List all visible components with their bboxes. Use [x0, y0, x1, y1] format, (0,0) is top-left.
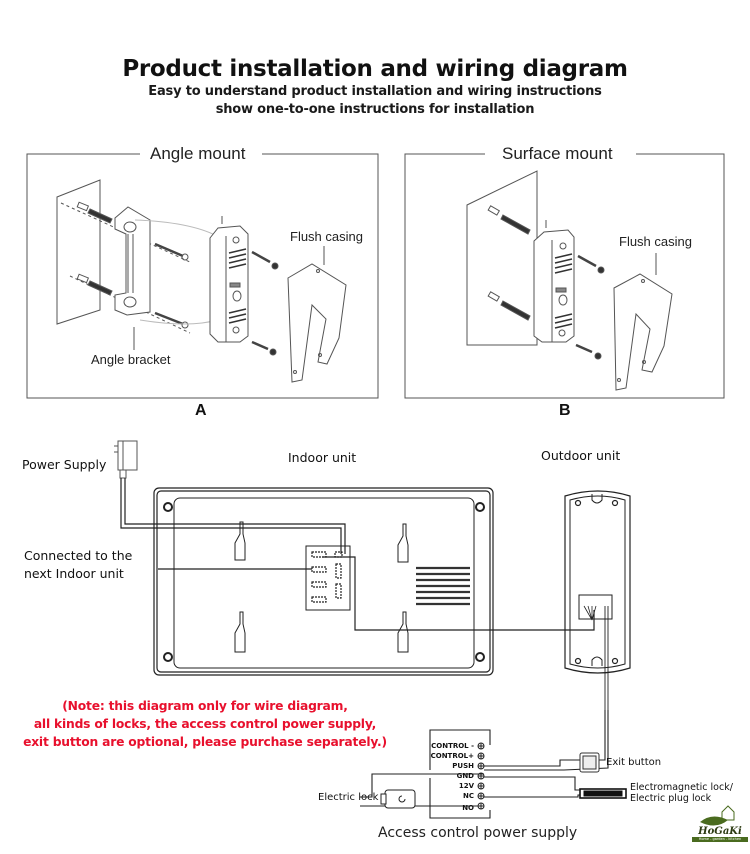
flush-casing-b: [613, 253, 673, 391]
exit-button-label: Exit button: [606, 757, 662, 768]
wiring-note: (Note: this diagram only for wire diagra…: [0, 697, 410, 751]
panel-b-letter: B: [559, 402, 571, 419]
terminal-nc: NC: [463, 792, 474, 800]
angle-bracket-label: Angle bracket: [91, 352, 171, 367]
electric-lock-icon: [380, 789, 416, 809]
indoor-unit-label: Indoor unit: [288, 450, 357, 465]
power-supply-label: Power Supply: [22, 457, 107, 472]
terminal-gnd: GND: [456, 772, 474, 780]
brand-logo: HoGaKi Home - garden - kitchen: [692, 826, 748, 842]
outdoor-unit-device-a: [209, 216, 249, 343]
em-lock-label: Electromagnetic lock/ Electric plug lock: [630, 782, 733, 804]
subtitle-line-1: Easy to understand product installation …: [148, 84, 602, 99]
exit-button-icon: [579, 752, 600, 773]
indoor-unit-body: [153, 487, 494, 676]
outdoor-unit-device-b: [533, 220, 575, 343]
panel-a-frame: [26, 153, 379, 399]
power-adapter: [114, 440, 138, 479]
wall-anchors: [76, 201, 113, 296]
outdoor-unit-back: [564, 490, 631, 710]
logo-leaf-icon: [700, 805, 735, 826]
em-lock-label-line1: Electromagnetic lock/: [630, 782, 733, 793]
terminal-12v: 12V: [458, 782, 474, 790]
terminal-no: NO: [462, 804, 474, 812]
next-indoor-label-line2: next Indoor unit: [24, 566, 124, 581]
terminal-control-plus: CONTROL+: [430, 752, 474, 760]
flush-casing-label-a: Flush casing: [290, 229, 363, 244]
subtitle-line-2: show one-to-one instructions for install…: [215, 102, 535, 117]
logo-tagline: Home - garden - kitchen: [692, 837, 748, 842]
wall-plate-b: [466, 170, 538, 346]
electromagnetic-lock-icon: [579, 788, 627, 799]
note-line-1: (Note: this diagram only for wire diagra…: [62, 699, 348, 713]
surface-mount-illustration: [466, 170, 673, 391]
power-wires: [120, 478, 595, 631]
electric-lock-label: Electric lock: [318, 792, 379, 803]
surface-mount-title: Surface mount: [494, 144, 621, 164]
angle-bracket-shape: [114, 206, 151, 316]
terminal-push: PUSH: [452, 762, 474, 770]
page-title: Product installation and wiring diagram: [122, 56, 628, 82]
terminal-control-minus: CONTROL -: [431, 742, 474, 750]
access-control-box: [429, 729, 491, 819]
panel-a-letter: A: [195, 402, 207, 419]
em-lock-label-line2: Electric plug lock: [630, 793, 712, 804]
flush-casing-label-b: Flush casing: [619, 234, 692, 249]
note-line-2: all kinds of locks, the access control p…: [33, 717, 377, 731]
logo-name: HoGaKi: [698, 826, 742, 837]
note-line-3: exit button are optional, please purchas…: [23, 735, 387, 749]
angle-mount-illustration: [56, 179, 347, 383]
access-control-title: Access control power supply: [378, 825, 578, 841]
next-indoor-label-line1: Connected to the: [24, 548, 133, 563]
outdoor-unit-label: Outdoor unit: [541, 448, 621, 463]
wall-plate: [56, 179, 101, 325]
flush-casing-a: [287, 246, 347, 383]
panel-b-frame: [404, 153, 725, 399]
angle-mount-title: Angle mount: [142, 144, 254, 164]
